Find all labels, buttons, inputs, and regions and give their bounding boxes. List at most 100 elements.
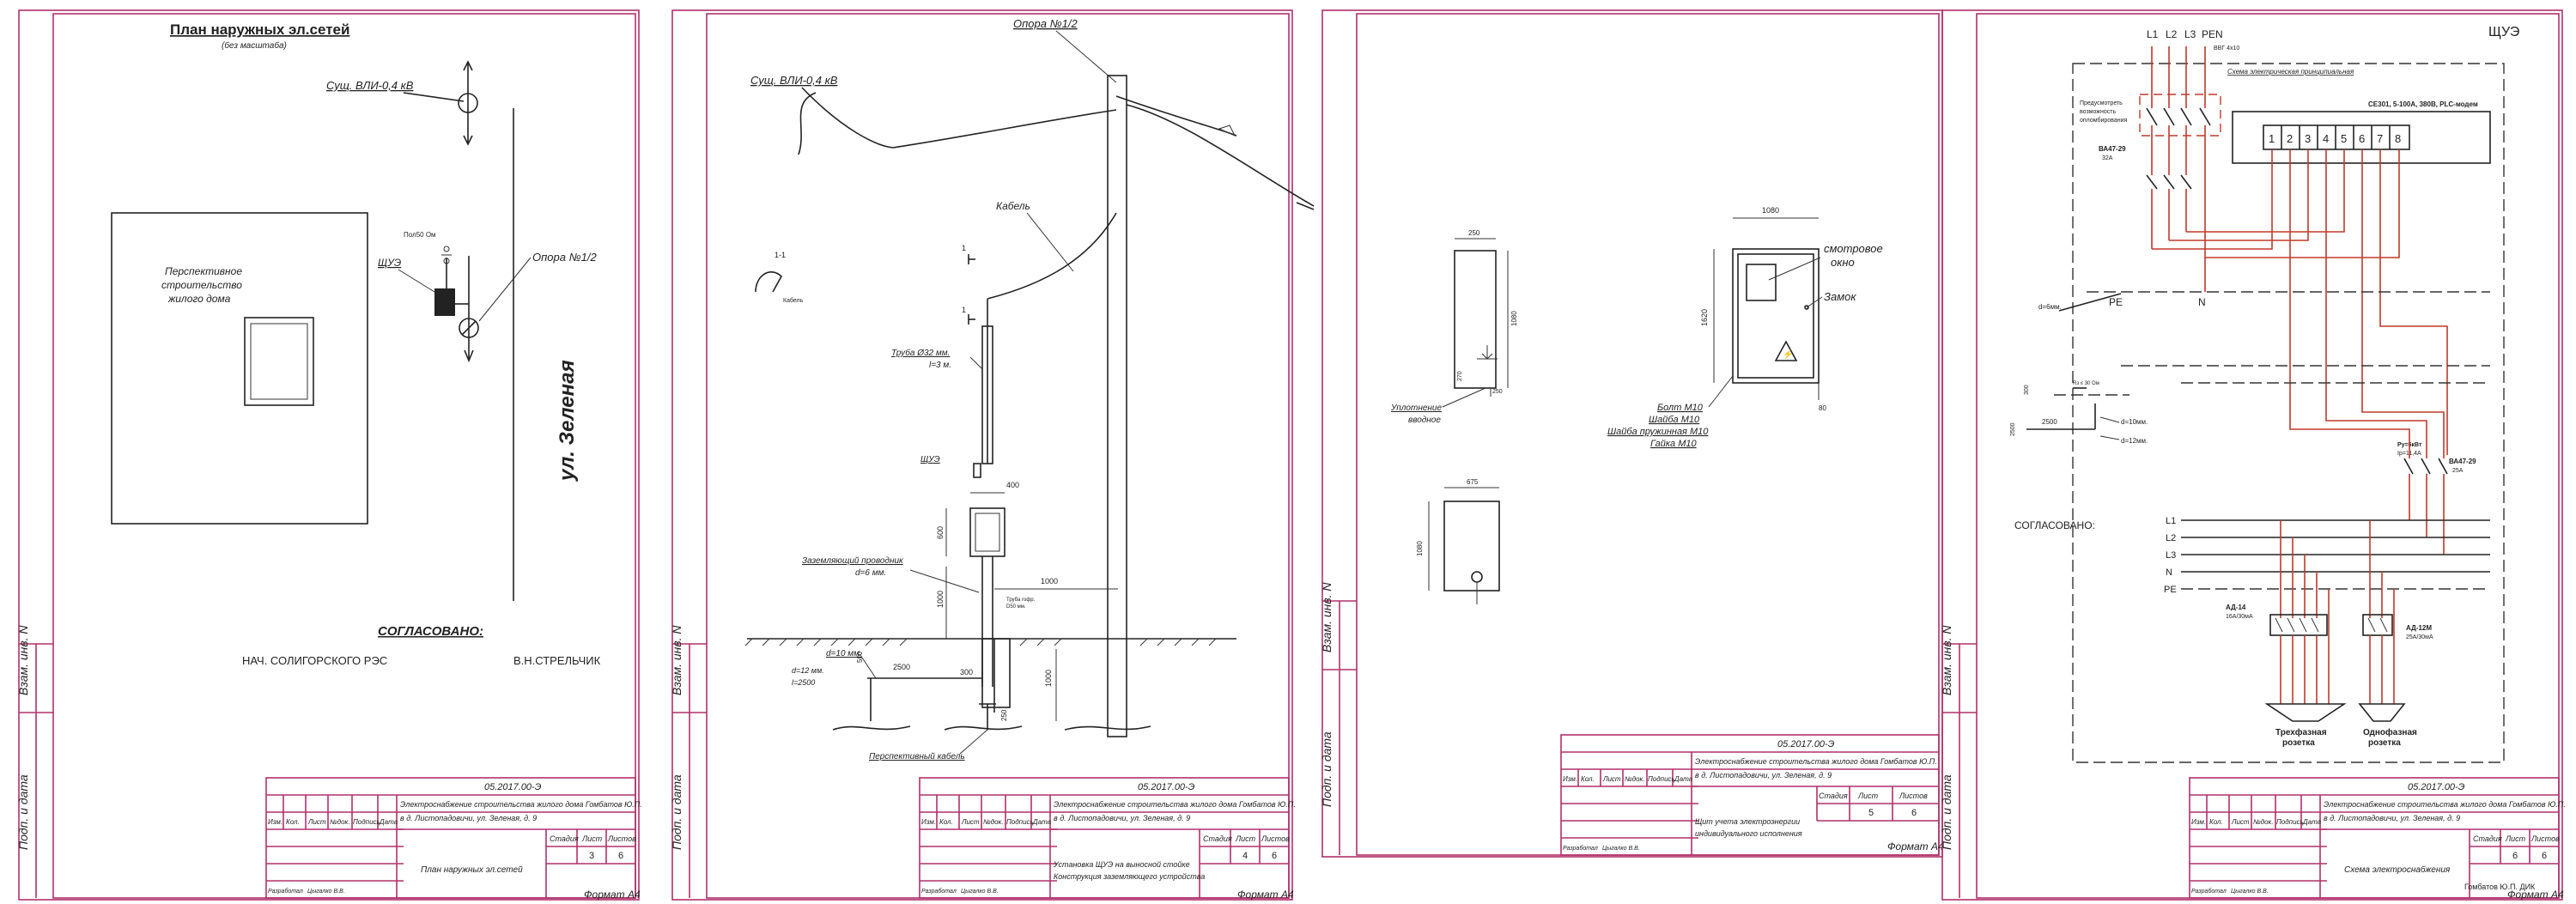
- project-line-1: Электроснабжение строительства жилого до…: [1695, 757, 1937, 766]
- project-line-2: в д. Листопадовичи, ул. Зеленая, д. 9: [1695, 771, 1832, 780]
- d12-length: l=2500: [792, 678, 815, 687]
- side-label-inv: Взам. инв. N: [1940, 625, 1953, 695]
- dim-270: 270: [1457, 371, 1463, 381]
- outlet1-label: Трехфазная: [2275, 727, 2327, 737]
- stamp-col-list: Лист: [307, 818, 326, 826]
- terminal-6: 6: [2359, 132, 2365, 145]
- bus-l2: L2: [2166, 533, 2176, 543]
- stamp-sheets: Листов: [1261, 834, 1290, 843]
- spring-washer-label: Шайба пружинная М10: [1607, 427, 1709, 437]
- format-label: Формат А4: [2507, 889, 2564, 901]
- dim-300: 300: [960, 668, 973, 676]
- terminal-4: 4: [2323, 132, 2329, 145]
- doc-code: 05.2017.00-Э: [2408, 782, 2465, 792]
- rz-label: Rз ≤ 30 Ом: [2073, 381, 2099, 386]
- phase-l1: L1: [2147, 28, 2159, 40]
- pipe-small-label: Труба гофр.: [1006, 598, 1036, 603]
- window-label: смотровое: [1824, 242, 1883, 255]
- shue-label: ЩУЭ: [378, 257, 401, 269]
- dim-80: 80: [1819, 404, 1826, 412]
- seal-text-3: опломбирования: [2080, 117, 2127, 124]
- pole-small-label: Пол50 Ом: [404, 231, 436, 239]
- project-line-2: в д. Листопадовичи, ул. Зеленая, д. 9: [1054, 814, 1190, 822]
- d10-label: d=10мм.: [2121, 418, 2148, 426]
- seal-text-1: Предусмотреть: [2080, 100, 2123, 106]
- stamp-sheet: Лист: [2505, 834, 2526, 843]
- agreed-label: СОГЛАСОВАНО:: [2014, 519, 2095, 531]
- pe-label: PE: [2109, 296, 2123, 308]
- lock-label: Замок: [1824, 290, 1856, 303]
- dim-500: 500: [856, 651, 864, 663]
- doc-code: 05.2017.00-Э: [1138, 782, 1195, 792]
- enclosure: [2072, 63, 2505, 763]
- meter-box: [2232, 111, 2491, 164]
- section-label: 1-1: [775, 251, 786, 259]
- stamp-developer-name: Цыгалко В.В.: [961, 889, 999, 895]
- title-block: Изм. Кол. Лист №док. Подпись Дата Разраб…: [1560, 734, 1940, 856]
- dim-250-b: 250: [1492, 389, 1503, 395]
- stamp-col-kol: Кол.: [1581, 775, 1595, 783]
- d10-label: d=10 мм.: [826, 649, 862, 658]
- rcd-2: [2362, 614, 2393, 636]
- sheets-total: 6: [618, 851, 623, 861]
- nut-label: Гайка М10: [1650, 439, 1698, 449]
- stamp-stage: Стадия: [1203, 834, 1232, 843]
- shue-box: [434, 288, 455, 316]
- stamp-col-kol: Кол.: [2209, 818, 2223, 826]
- box-side-view: [1454, 250, 1497, 389]
- sheet-name-2: Конструкция заземляющего устройства: [1054, 872, 1205, 881]
- dim-2500-b: 2500: [2042, 418, 2057, 426]
- shue-box: [969, 507, 1005, 557]
- dim-300: 300: [2024, 385, 2030, 395]
- dim-1080: 1080: [1510, 311, 1518, 326]
- side-label-sign-date: Подп. и дата: [16, 774, 30, 850]
- future-building-label: Перспективное: [165, 265, 242, 277]
- stamp-col-izm: Изм.: [268, 818, 283, 826]
- future-building-label-2: строительство: [161, 279, 242, 291]
- side-label-sign-date: Подп. и дата: [670, 774, 683, 850]
- plan-title: План наружных эл.сетей: [170, 21, 349, 38]
- section-mark-bottom: 1: [962, 306, 966, 314]
- sheets-total: 6: [2542, 851, 2547, 861]
- meter-terminals: 1 2 3 4 5 6 7 8: [2263, 124, 2410, 150]
- outlet-1ph-icon: [2358, 703, 2406, 722]
- pole-label: Опора №1/2: [532, 251, 597, 264]
- bus-pe: PE: [2164, 585, 2177, 595]
- bolt-label: Болт М10: [1657, 403, 1704, 413]
- side-label-inv: Взам. инв. N: [670, 625, 683, 695]
- side-strip: Подп. и дата Взам. инв. N: [1940, 625, 1977, 898]
- stamp-sheet: Лист: [1235, 834, 1256, 843]
- project-line-2: в д. Листопадовичи, ул. Зеленая, д. 9: [400, 814, 537, 822]
- stamp-developer: Разработал: [921, 888, 957, 895]
- stamp-col-doc: №док.: [983, 818, 1004, 826]
- project-line-2: в д. Листопадовичи, ул. Зеленая, д. 9: [2324, 814, 2460, 822]
- phase-pen: PEN: [2202, 28, 2223, 40]
- sheet-number: 5: [1868, 808, 1874, 818]
- dim-1000-a: 1000: [936, 591, 945, 608]
- stamp-developer: Разработал: [2191, 888, 2227, 895]
- section-small-label: Кабель: [783, 297, 804, 304]
- agreed-label: СОГЛАСОВАНО:: [378, 624, 483, 639]
- breaker2-model: ВА47-29: [2449, 458, 2476, 465]
- dim-250: 250: [1000, 709, 1008, 721]
- bus-n: N: [2166, 567, 2172, 578]
- side-label-inv: Взам. инв. N: [1320, 582, 1334, 652]
- stamp-developer: Разработал: [1563, 845, 1598, 852]
- stamp-stage: Стадия: [1819, 792, 1848, 800]
- outlet1-label-2: розетка: [2282, 738, 2315, 748]
- stamp-col-doc: №док.: [2253, 818, 2274, 826]
- stamp-developer-name: Цыгалко В.В.: [307, 889, 345, 895]
- rcd-1: [2269, 614, 2328, 636]
- rcd1-model: АД-14: [2226, 604, 2246, 611]
- sheet-name-1: Установка ЩУЭ на выносной стойке: [1053, 860, 1190, 869]
- outlet2-label: Однофазная: [2363, 727, 2417, 737]
- chief-label: НАЧ. СОЛИГОРСКОГО РЭС: [242, 654, 387, 667]
- doc-code: 05.2017.00-Э: [484, 782, 542, 792]
- bus-l3: L3: [2166, 550, 2176, 561]
- stamp-col-list: Лист: [2231, 818, 2250, 826]
- dim-1080-top: 1080: [1762, 206, 1779, 215]
- terminal-1: 1: [2269, 132, 2275, 145]
- stamp-col-sign: Подпись: [353, 818, 380, 826]
- stamp-col-date: Дата: [1674, 775, 1693, 783]
- dim-2500: 2500: [2010, 422, 2016, 436]
